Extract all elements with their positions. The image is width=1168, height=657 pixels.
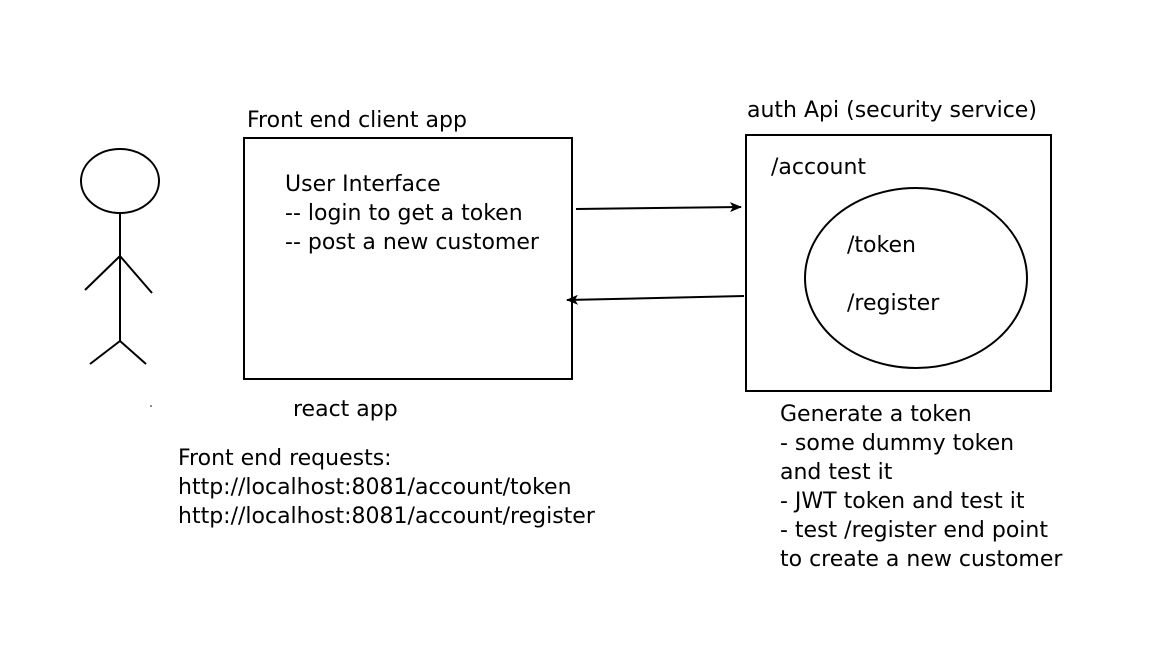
endpoint-token: /token xyxy=(847,233,916,258)
frontend-box xyxy=(243,137,573,380)
frontend-caption: react app xyxy=(293,397,398,422)
user-head xyxy=(80,148,160,214)
ui-heading: User Interface xyxy=(285,172,441,197)
notes-line-3: and test it xyxy=(780,460,893,485)
request-url-register: http://localhost:8081/account/register xyxy=(178,504,595,529)
user-left-arm xyxy=(84,255,121,291)
user-stick-figure xyxy=(80,148,160,365)
user-right-arm xyxy=(119,255,153,294)
ui-line-post: -- post a new customer xyxy=(285,230,539,255)
user-right-leg xyxy=(119,340,147,365)
frontend-title: Front end client app xyxy=(247,108,467,133)
user-left-leg xyxy=(89,340,121,365)
endpoints-ellipse xyxy=(804,187,1028,369)
auth-api-title: auth Api (security service) xyxy=(747,98,1037,123)
response-arrow xyxy=(566,294,745,305)
stray-dot xyxy=(150,405,152,407)
account-label: /account xyxy=(771,155,867,180)
requests-heading: Front end requests: xyxy=(178,446,392,471)
notes-line-4: - JWT token and test it xyxy=(780,489,1025,514)
endpoint-register: /register xyxy=(847,291,940,316)
ui-line-login: -- login to get a token xyxy=(285,201,523,226)
notes-line-2: - some dummy token xyxy=(780,431,1015,456)
request-arrow xyxy=(575,202,742,213)
notes-line-6: to create a new customer xyxy=(780,547,1063,572)
request-url-token: http://localhost:8081/account/token xyxy=(178,475,572,500)
auth-api-box xyxy=(745,134,1052,392)
notes-line-5: - test /register end point xyxy=(780,518,1048,543)
notes-line-1: Generate a token xyxy=(780,402,972,427)
